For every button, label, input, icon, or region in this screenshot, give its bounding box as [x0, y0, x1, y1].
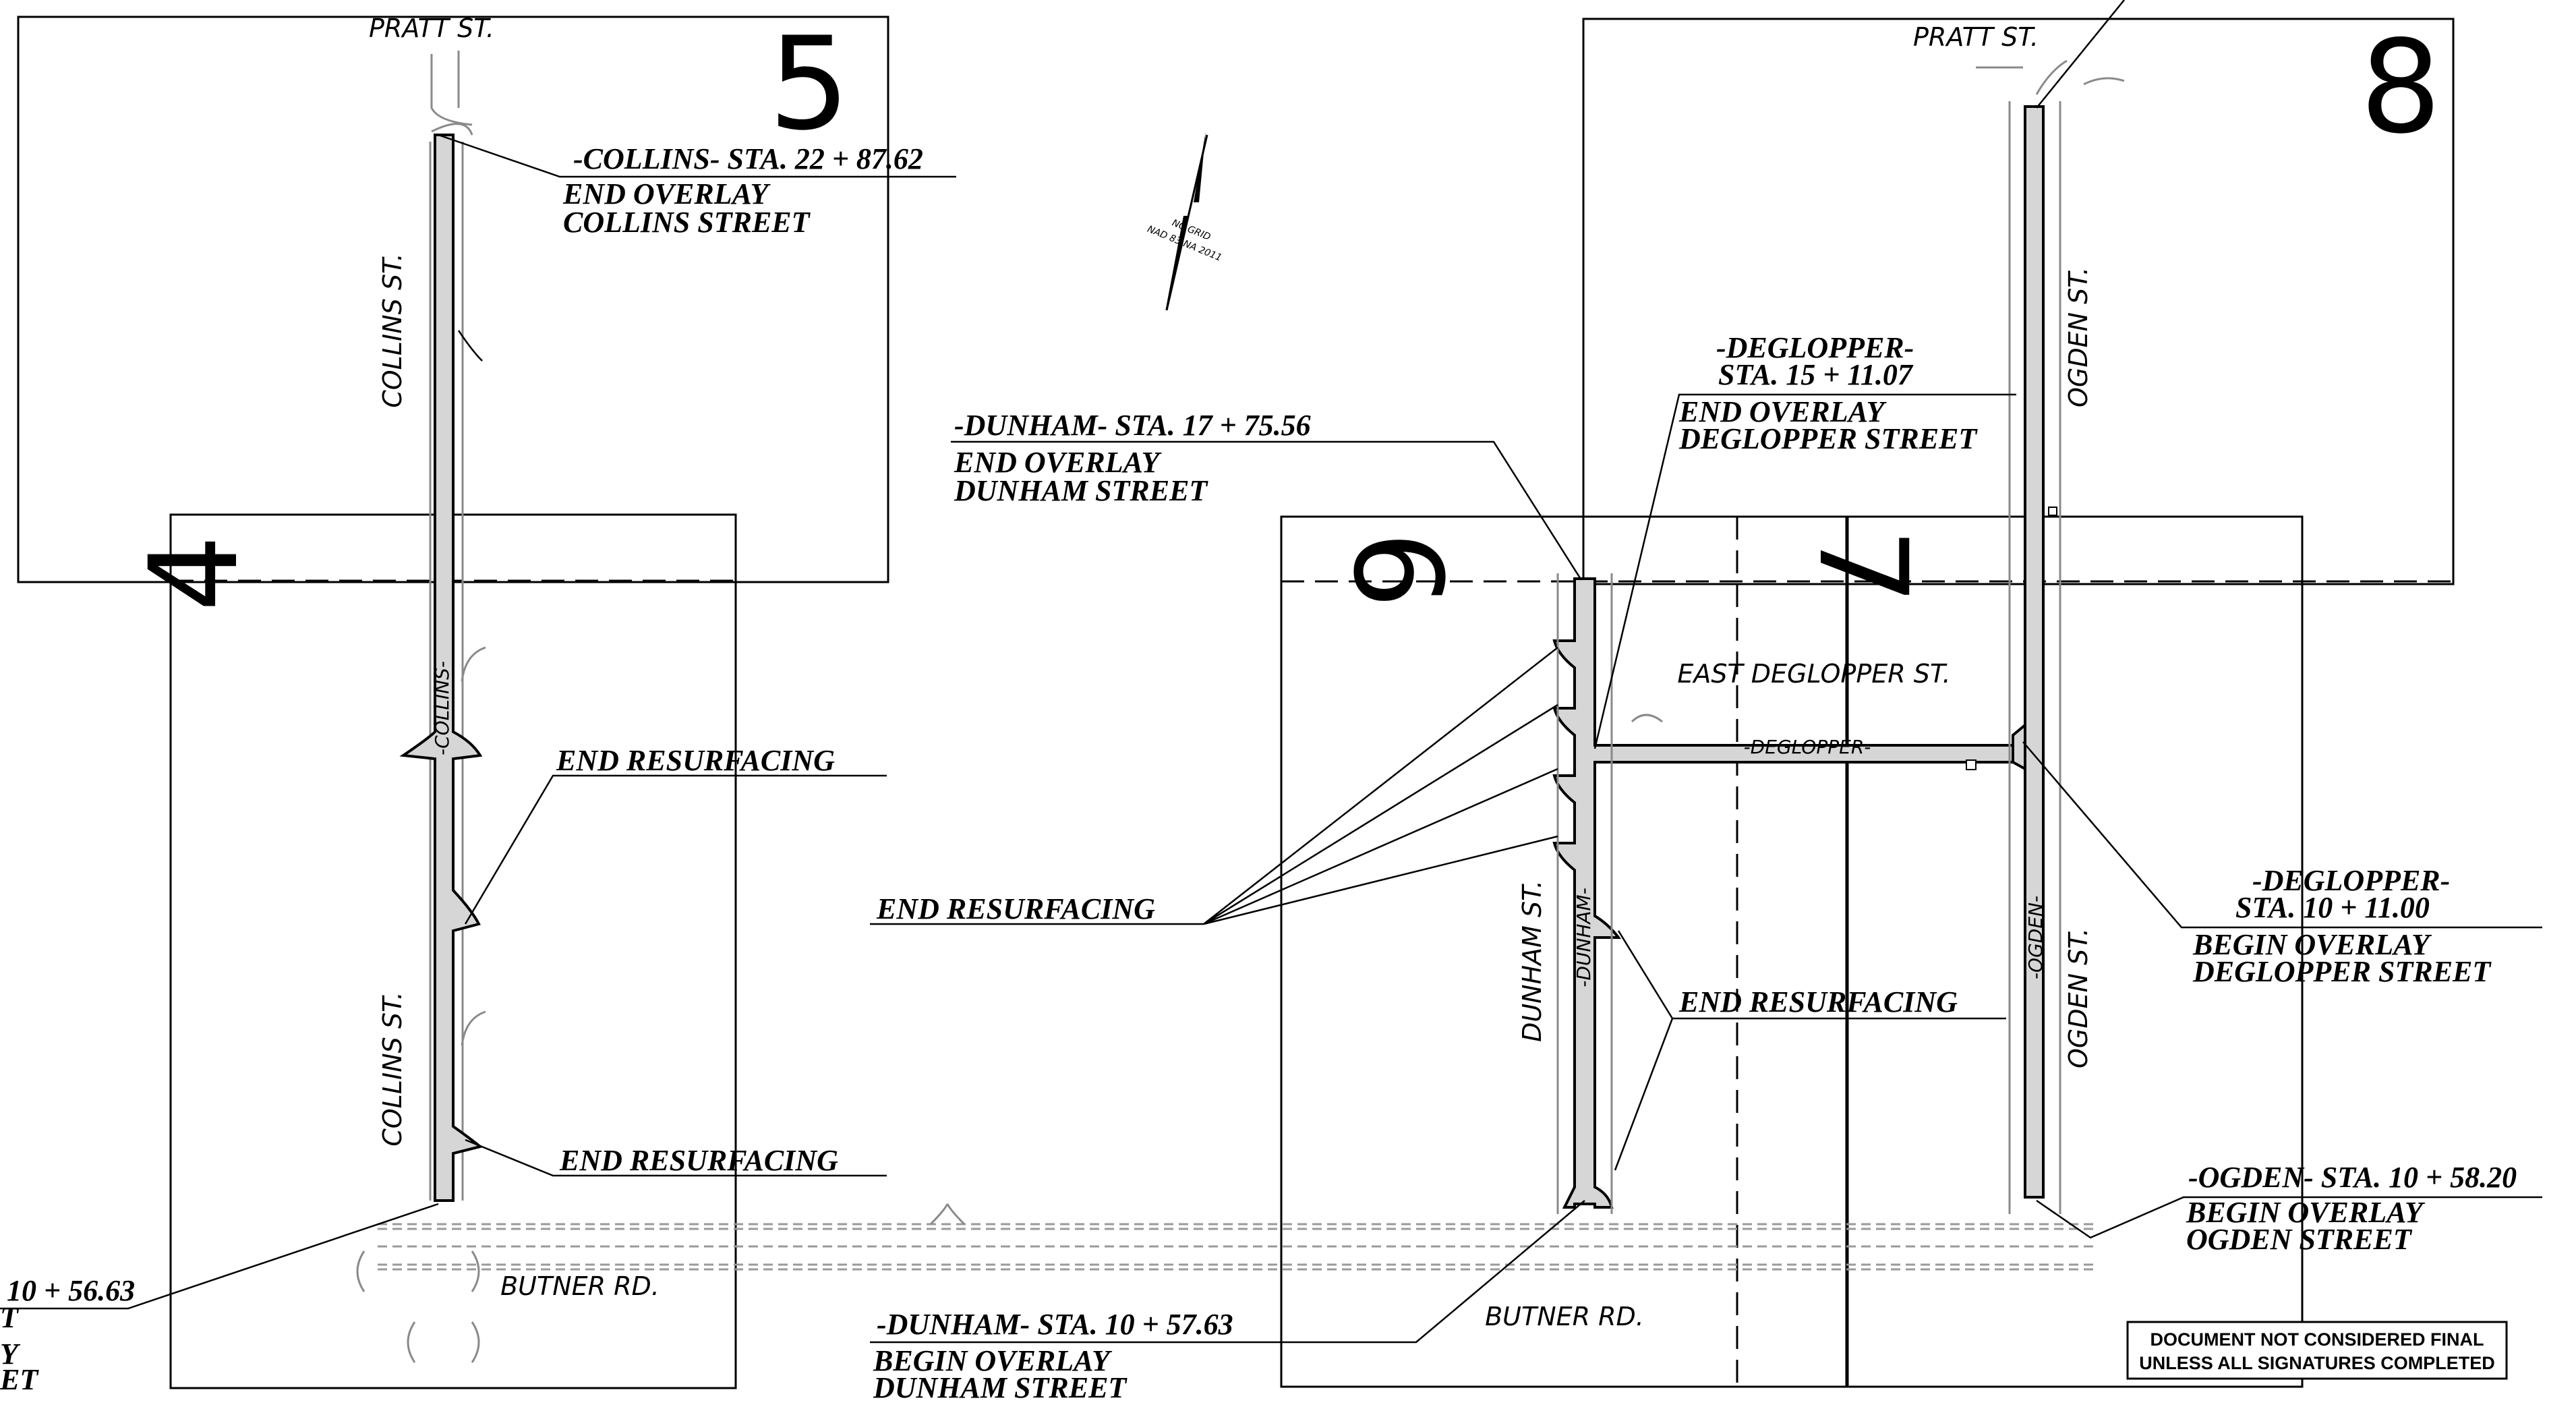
- sheet-number-6: 6: [1326, 531, 1467, 609]
- svg-text:-DEGLOPPER-: -DEGLOPPER-: [1716, 331, 1914, 364]
- svg-text:DEGLOPPER STREET: DEGLOPPER STREET: [2192, 955, 2492, 988]
- butner-road-edges: [356, 1203, 2097, 1363]
- svg-text:-DUNHAM- STA. 17 + 75.56: -DUNHAM- STA. 17 + 75.56: [954, 409, 1311, 442]
- street-label: OGDEN ST.: [2063, 267, 2093, 407]
- svg-text:END OVERLAY: END OVERLAY: [1678, 395, 1887, 428]
- leader-stub: [2036, 0, 2125, 109]
- street-label: DUNHAM ST.: [1517, 880, 1547, 1042]
- svg-text:END RESURFACING: END RESURFACING: [556, 744, 835, 777]
- callout-end-resurfacing-dunham-left: END RESURFACING: [870, 647, 1558, 925]
- north-arrow: NC GRID NAD 83 NA 2011: [1146, 132, 1223, 312]
- svg-text:DUNHAM STREET: DUNHAM STREET: [873, 1371, 1128, 1404]
- ogden-street: [1976, 59, 2125, 1214]
- svg-text:DUNHAM STREET: DUNHAM STREET: [954, 474, 1208, 507]
- street-label: PRATT ST.: [1913, 22, 2039, 52]
- disclaimer-line-1: DOCUMENT NOT CONSIDERED FINAL: [2150, 1329, 2484, 1350]
- alignment-label: -DUNHAM-: [1573, 888, 1595, 987]
- svg-text:STA. 10 + 11.00: STA. 10 + 11.00: [2235, 891, 2430, 924]
- callout-dunham-end-overlay: -DUNHAM- STA. 17 + 75.56 END OVERLAY DUN…: [951, 409, 1583, 581]
- svg-text:ET: ET: [0, 1363, 39, 1396]
- svg-text:BEGIN OVERLAY: BEGIN OVERLAY: [873, 1344, 1113, 1377]
- sheet-number-7: 7: [1792, 528, 1933, 606]
- svg-text:END OVERLAY: END OVERLAY: [954, 446, 1163, 479]
- callout-collins-end-overlay: -COLLINS- STA. 22 + 87.62 END OVERLAY CO…: [438, 134, 956, 239]
- sheet-7-frame: [1845, 515, 2304, 1388]
- street-label: EAST DEGLOPPER ST.: [1677, 659, 1950, 689]
- svg-text:-DUNHAM- STA. 10 + 57.63: -DUNHAM- STA. 10 + 57.63: [877, 1308, 1233, 1341]
- inlet-structure: [2048, 507, 2057, 516]
- alignment-label: -COLLINS-: [431, 661, 453, 755]
- disclaimer-box: DOCUMENT NOT CONSIDERED FINAL UNLESS ALL…: [2126, 1321, 2508, 1380]
- sheet-8-frame: [1582, 18, 2455, 585]
- svg-text:-COLLINS- STA. 22 + 87.62: -COLLINS- STA. 22 + 87.62: [573, 142, 923, 175]
- svg-text:END RESURFACING: END RESURFACING: [559, 1144, 838, 1177]
- callout-end-resurfacing-dunham-right: END RESURFACING: [1614, 930, 2006, 1171]
- callout-dunham-begin-overlay: -DUNHAM- STA. 10 + 57.63 BEGIN OVERLAY D…: [870, 1200, 1585, 1404]
- svg-text:DEGLOPPER STREET: DEGLOPPER STREET: [1678, 422, 1978, 455]
- callout-end-resurfacing-collins-2: END RESURFACING: [465, 1139, 887, 1177]
- sheet-number-5: 5: [769, 9, 850, 159]
- street-label: COLLINS ST.: [378, 253, 407, 408]
- street-label: BUTNER RD.: [1485, 1302, 1644, 1331]
- ogden-deglopper-intersection: [2012, 722, 2026, 772]
- sheet-number-8: 8: [2360, 13, 2442, 162]
- street-label: BUTNER RD.: [500, 1271, 660, 1301]
- street-label: PRATT ST.: [369, 13, 494, 43]
- street-label: COLLINS ST.: [378, 991, 407, 1147]
- inlet-structure: [1966, 759, 1977, 770]
- svg-text:-DEGLOPPER-: -DEGLOPPER-: [2252, 864, 2450, 897]
- svg-text:END OVERLAY: END OVERLAY: [562, 177, 771, 210]
- svg-text:OGDEN STREET: OGDEN STREET: [2186, 1223, 2413, 1256]
- svg-text:BEGIN OVERLAY: BEGIN OVERLAY: [2192, 928, 2432, 961]
- svg-text:T: T: [0, 1301, 20, 1334]
- callout-collins-begin-overlay: 10 + 56.63 T Y ET: [0, 1203, 439, 1396]
- callout-deglopper-begin-overlay: -DEGLOPPER- STA. 10 + 11.00 BEGIN OVERLA…: [2022, 741, 2542, 988]
- alignment-label: -DEGLOPPER-: [1744, 736, 1871, 758]
- callout-end-resurfacing-collins-1: END RESURFACING: [464, 744, 887, 925]
- callout-ogden-begin-overlay: -OGDEN- STA. 10 + 58.20 BEGIN OVERLAY OG…: [2036, 1161, 2542, 1256]
- sheet-6-frame: [1280, 515, 1849, 1388]
- svg-text:STA. 15 + 11.07: STA. 15 + 11.07: [1718, 358, 1914, 391]
- svg-text:Y: Y: [0, 1337, 21, 1371]
- collins-street: [399, 51, 486, 1202]
- callout-deglopper-end-overlay: -DEGLOPPER- STA. 15 + 11.07 END OVERLAY …: [1593, 331, 2016, 749]
- svg-text:END RESURFACING: END RESURFACING: [1678, 985, 1958, 1018]
- svg-text:END RESURFACING: END RESURFACING: [876, 892, 1155, 925]
- svg-text:10 + 56.63: 10 + 56.63: [7, 1274, 135, 1307]
- svg-text:COLLINS STREET: COLLINS STREET: [563, 206, 811, 239]
- sheet-number-4: 4: [124, 535, 265, 612]
- disclaimer-line-2: UNLESS ALL SIGNATURES COMPLETED: [2139, 1353, 2495, 1373]
- street-label: OGDEN ST.: [2063, 928, 2093, 1068]
- svg-text:BEGIN OVERLAY: BEGIN OVERLAY: [2186, 1196, 2426, 1229]
- alignment-label: -OGDEN-: [2024, 896, 2047, 979]
- svg-text:-OGDEN- STA. 10 + 58.20: -OGDEN- STA. 10 + 58.20: [2188, 1161, 2517, 1194]
